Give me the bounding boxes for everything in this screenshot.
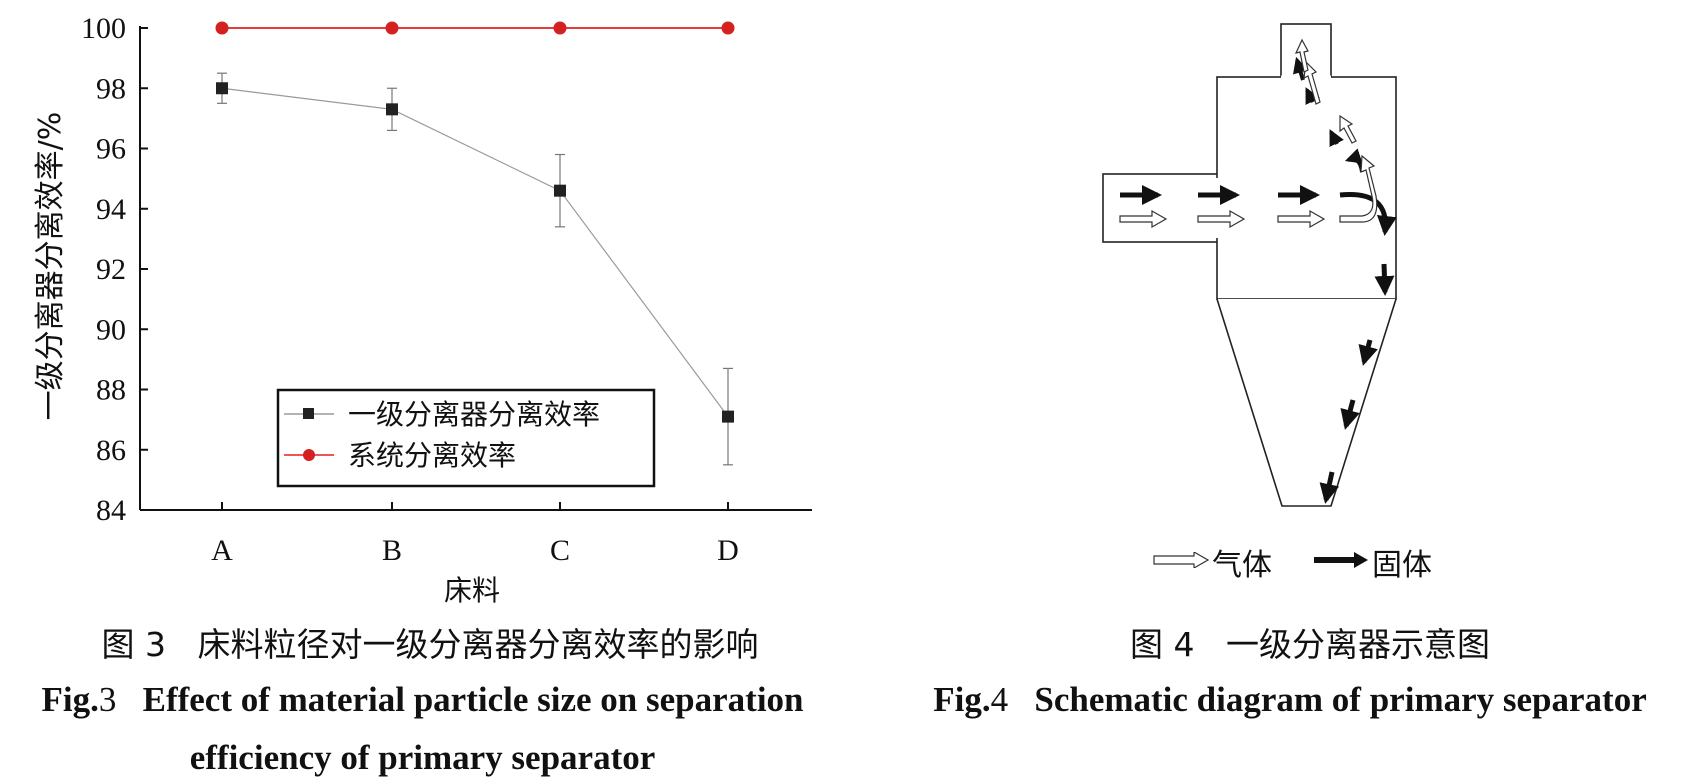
figure4-caption-en: Fig.4 Schematic diagram of primary separ… (895, 680, 1685, 720)
x-axis: A B C D (140, 502, 812, 567)
figure4-schematic (1102, 23, 1397, 507)
x-tick-label: B (382, 534, 402, 567)
x-tick-label: A (211, 534, 233, 567)
y-tick-label: 94 (96, 193, 126, 226)
y-tick-label: 96 (96, 133, 126, 166)
data-point-circle (721, 21, 735, 35)
gas-legend-arrow-icon (1153, 552, 1210, 568)
figure3-caption-en: Fig.3 Effect of material particle size o… (0, 680, 845, 720)
separator-inlet-pipe (1102, 173, 1219, 243)
series-line (221, 87, 729, 417)
legend-marker-system (303, 449, 315, 461)
figure3-caption-cn-title: 床料粒径对一级分离器分离效率的影响 (197, 625, 759, 664)
legend-box (276, 388, 656, 488)
y-tick-label: 98 (96, 72, 126, 105)
legend-label-primary: 一级分离器分离效率 (348, 398, 600, 431)
x-axis-label: 床料 (444, 574, 500, 607)
y-axis-label: 一级分离器分离效率/% (33, 112, 68, 421)
data-point-square (554, 184, 566, 197)
legend-marker-primary (303, 408, 314, 419)
y-tick-label: 88 (96, 374, 126, 407)
legend: 一级分离器分离效率 系统分离效率 (276, 388, 656, 488)
y-tick-label: 84 (96, 494, 126, 527)
data-point-square (386, 103, 398, 116)
separator-body (1216, 76, 1397, 300)
gas-legend-label: 气体 (1212, 548, 1272, 583)
data-point-circle (215, 21, 229, 35)
solid-flow-arrows (1120, 56, 1397, 504)
legend-label-system: 系统分离效率 (348, 439, 516, 472)
figure4-caption-en-label: Fig. (933, 680, 991, 719)
data-point-circle (553, 21, 567, 35)
figure4-caption-en-title: Schematic diagram of primary separator (1034, 680, 1647, 719)
y-tick-label: 86 (96, 434, 126, 467)
y-tick-label: 90 (96, 313, 126, 346)
gas-flow-arrows (1119, 38, 1378, 229)
separator-cone (1216, 298, 1397, 507)
figure3-caption-en-num: 3 (98, 680, 117, 719)
figure4-legend: 气体 固体 (1152, 540, 1452, 583)
figure3-caption-cn: 图 3 床料粒径对一级分离器分离效率的影响 (30, 618, 830, 666)
figure3-caption-cn-label: 图 3 (101, 625, 167, 664)
figure3-caption-en-title: Effect of material particle size on sepa… (142, 680, 804, 719)
series-layer (215, 21, 735, 466)
data-point-square (216, 82, 228, 95)
figure4-caption-en-num: 4 (990, 680, 1009, 719)
figure3-caption-en-title-2: efficiency of primary separator (189, 738, 656, 777)
figure4-caption-cn-title: 一级分离器示意图 (1225, 625, 1490, 664)
figure3-caption-en-label: Fig. (41, 680, 99, 719)
y-tick-label: 92 (96, 253, 126, 286)
figure3-caption-en-line2: efficiency of primary separator (0, 738, 845, 778)
figure4-caption-cn: 图 4 一级分离器示意图 (1000, 618, 1620, 666)
y-tick-label: 100 (81, 12, 126, 45)
figure4-caption-cn-label: 图 4 (1130, 625, 1195, 664)
x-tick-label: D (717, 534, 739, 567)
solid-legend-label: 固体 (1372, 548, 1432, 583)
data-point-circle (385, 21, 399, 35)
x-tick-label: C (550, 534, 570, 567)
y-axis: 84 86 88 90 92 94 96 98 100 (81, 12, 148, 527)
data-point-square (722, 410, 734, 423)
solid-legend-arrow-icon (1314, 552, 1368, 568)
